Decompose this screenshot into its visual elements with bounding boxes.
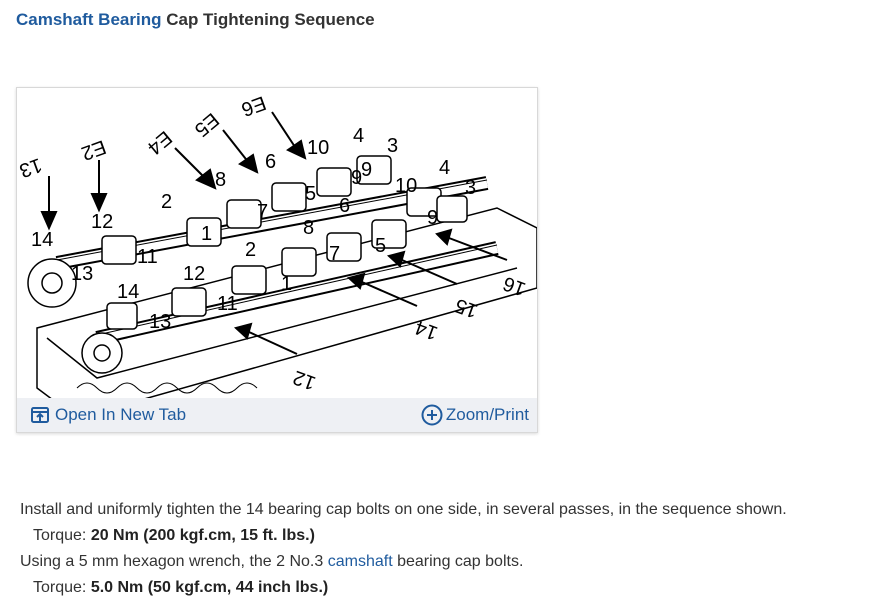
instruction-text: bearing cap bolts. (392, 553, 524, 570)
instructions: Install and uniformly tighten the 14 bea… (20, 497, 787, 601)
left-arrows (40, 111, 307, 231)
bolt-label: 3 (387, 135, 398, 157)
bolt-label: 14 (117, 281, 139, 303)
exhaust-camshaft (95, 241, 499, 345)
bolt-label: 6 (265, 151, 276, 173)
arrow-label-15: 15 (452, 294, 480, 322)
right-arrows (233, 228, 508, 355)
arrow-label-16: 16 (500, 272, 528, 300)
torque-label: Torque: (33, 579, 91, 596)
arrow-label-e5: E5 (190, 108, 223, 141)
page-title: Camshaft Bearing Cap Tightening Sequence (16, 10, 375, 30)
bolt-label: 12 (91, 211, 113, 233)
instruction-line-1: Install and uniformly tighten the 14 bea… (20, 501, 787, 518)
bolt-label: 8 (215, 169, 226, 191)
open-in-new-tab-label: Open In New Tab (55, 405, 187, 424)
cam-sprocket (27, 258, 123, 374)
arrow-label-14: 14 (412, 316, 440, 344)
bolt-label: 9 (351, 167, 362, 189)
title-text: Cap Tightening Sequence (161, 10, 375, 29)
exhaust-bolt-numbers: 13 14 12 11 2 1 8 7 5 9 13 (117, 159, 386, 333)
camshaft-link[interactable]: camshaft (327, 553, 393, 570)
bolt-label: 4 (439, 157, 450, 179)
head-outline (36, 207, 537, 398)
intake-bearing-caps (101, 155, 468, 265)
torque-value: 5.0 Nm (50 kgf.cm, 44 inch lbs.) (90, 579, 329, 596)
bolt-label: 1 (201, 223, 212, 245)
bolt-label: 6 (339, 195, 350, 217)
arrow-label-13: 13 (17, 153, 45, 181)
bolt-label: 1 (281, 273, 292, 295)
camshaft-diagram[interactable]: 13 E2 E4 E5 E6 16 15 14 12 14 12 2 8 6 1… (17, 88, 537, 398)
bolt-label: 10 (395, 175, 417, 197)
figure-toolbar: Open In New Tab Zoom/Print (17, 398, 537, 432)
bolt-label: 12 (183, 263, 205, 285)
bolt-label: 11 (137, 246, 158, 268)
bolt-label: 8 (303, 217, 314, 239)
open-in-new-tab-button[interactable]: Open In New Tab (31, 405, 186, 425)
bolt-label: 2 (245, 239, 256, 261)
arrow-label-e2: E2 (78, 135, 109, 164)
bolt-label: 7 (257, 201, 268, 223)
instruction-line-2: Using a 5 mm hexagon wrench, the 2 No.3 … (20, 549, 787, 575)
head-lower-edge (46, 267, 518, 379)
torque-label: Torque: (33, 527, 91, 544)
bolt-label: 14 (31, 229, 53, 251)
bolt-label: 9 (361, 159, 372, 181)
bolt-label: 13 (149, 311, 171, 333)
exhaust-bearing-caps (106, 219, 407, 330)
torque-line-2: Torque: 5.0 Nm (50 kgf.cm, 44 inch lbs.) (20, 575, 787, 601)
title-link-camshaft-bearing[interactable]: Camshaft Bearing (16, 10, 162, 29)
bolt-label: 7 (329, 243, 340, 265)
arrow-label-e6: E6 (238, 91, 269, 120)
bolt-label: 13 (71, 263, 93, 285)
bolt-label: 3 (465, 177, 476, 199)
figure-panel: 13 E2 E4 E5 E6 16 15 14 12 14 12 2 8 6 1… (16, 87, 538, 433)
arrow-label-e4: E4 (143, 126, 176, 159)
bolt-label: 9 (427, 207, 438, 229)
arrow-label-12: 12 (290, 366, 318, 394)
bolt-label: 2 (161, 191, 172, 213)
head-ribs (76, 382, 258, 394)
bolt-label: 5 (375, 235, 386, 257)
bolt-label: 4 (353, 125, 364, 147)
plus-circle-icon (421, 404, 443, 426)
zoom-print-button[interactable]: Zoom/Print (421, 404, 529, 426)
zoom-print-label: Zoom/Print (445, 405, 529, 424)
bolt-label: 10 (307, 137, 329, 159)
torque-line-1: Torque: 20 Nm (200 kgf.cm, 15 ft. lbs.) (20, 523, 787, 549)
bolt-label: 11 (217, 293, 238, 315)
intake-bolt-numbers: 14 12 2 8 6 10 4 3 11 1 7 5 9 13 9 3 4 1… (31, 125, 476, 285)
torque-value: 20 Nm (200 kgf.cm, 15 ft. lbs.) (90, 527, 315, 544)
bolt-label: 5 (305, 183, 316, 205)
instruction-text: Using a 5 mm hexagon wrench, the 2 No.3 (20, 553, 328, 570)
open-new-tab-icon (31, 407, 49, 423)
